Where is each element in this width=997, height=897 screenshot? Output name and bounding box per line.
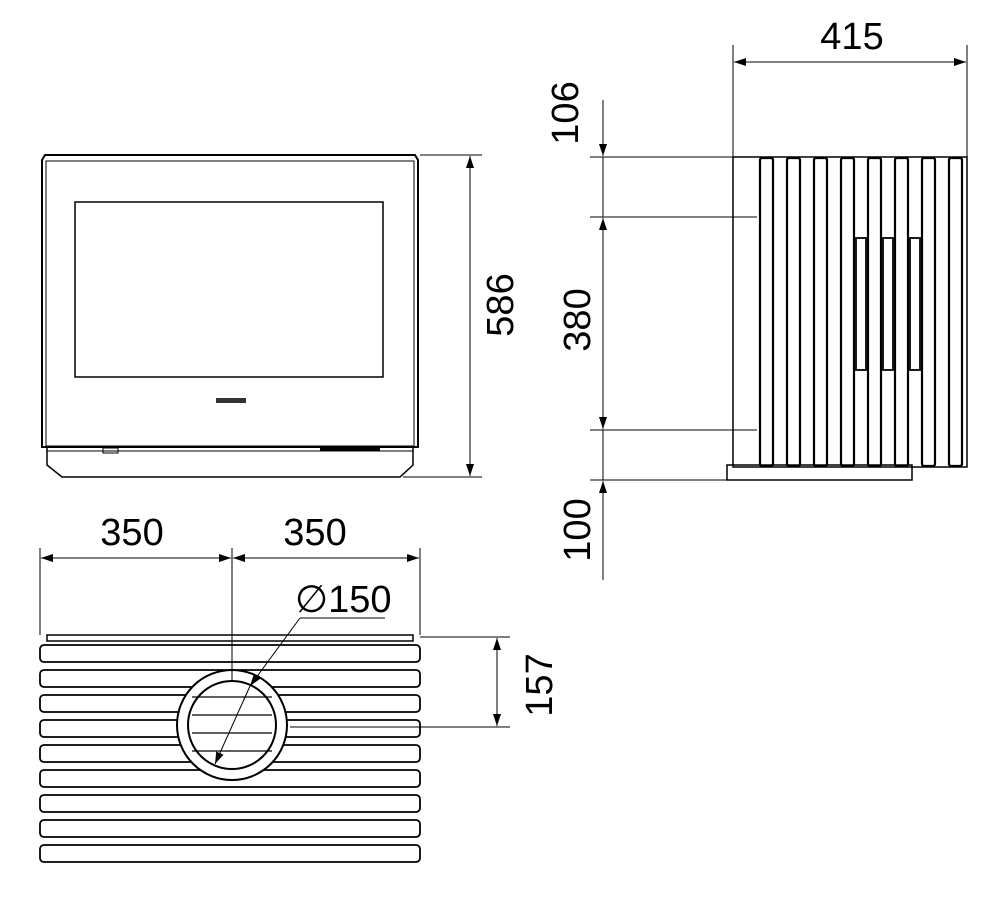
side-slat bbox=[893, 156, 910, 468]
top-view bbox=[39, 634, 421, 863]
top-slat bbox=[39, 819, 421, 838]
left-width-dimension: 350 bbox=[100, 512, 163, 554]
top-slat bbox=[39, 644, 421, 663]
top-offset-dimension: 106 bbox=[545, 81, 587, 144]
base bbox=[46, 447, 414, 478]
top-slat bbox=[39, 844, 421, 863]
side-vent bbox=[909, 237, 921, 371]
side-slat bbox=[920, 156, 937, 468]
fire-window bbox=[74, 201, 384, 378]
top-slat bbox=[39, 794, 421, 813]
side-slat bbox=[812, 156, 829, 468]
side-vent bbox=[882, 237, 894, 371]
middle-dimension: 380 bbox=[557, 288, 599, 351]
right-width-dimension: 350 bbox=[283, 512, 346, 554]
depth-dimension: 415 bbox=[820, 16, 883, 58]
bottom-dimension: 100 bbox=[557, 498, 599, 561]
height-dimension: 586 bbox=[480, 273, 522, 336]
side-slat bbox=[839, 156, 856, 468]
side-vent bbox=[855, 237, 867, 371]
side-slat bbox=[866, 156, 883, 468]
side-body bbox=[732, 156, 968, 468]
side-slat bbox=[758, 156, 775, 468]
logo bbox=[216, 398, 246, 403]
top-dimensions: 350 350 ∅150 157 bbox=[39, 512, 561, 765]
side-dimensions: 415 106 380 100 bbox=[545, 16, 968, 580]
flue-offset-dimension: 157 bbox=[519, 653, 561, 716]
flue-diameter-dimension: ∅150 bbox=[295, 579, 392, 621]
side-slat bbox=[947, 156, 964, 468]
side-view bbox=[726, 156, 968, 481]
side-slat bbox=[785, 156, 802, 468]
front-view: 586 bbox=[41, 154, 522, 478]
